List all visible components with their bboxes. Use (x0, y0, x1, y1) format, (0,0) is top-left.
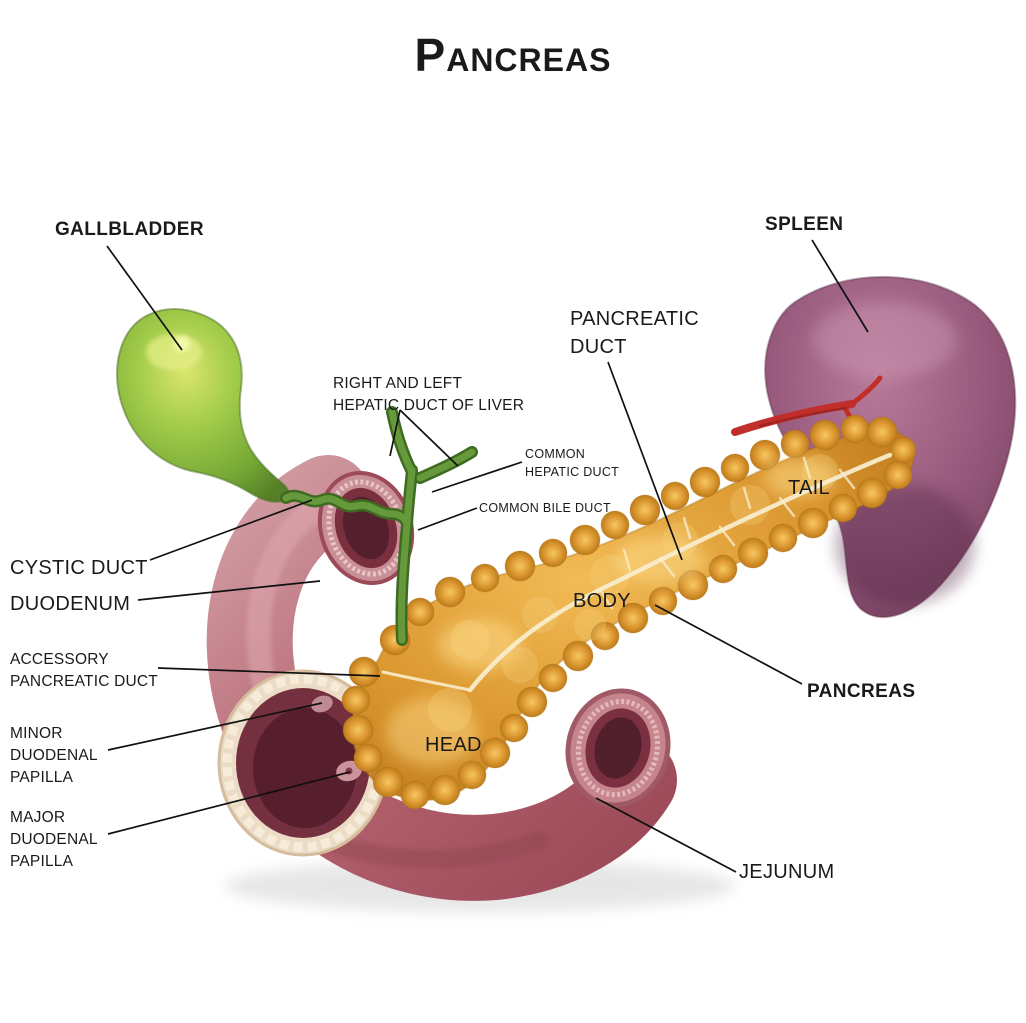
label-major-duodenal-papilla: MAJOR DUODENAL PAPILLA (10, 809, 98, 870)
label-pancreatic-duct: PANCREATIC DUCT (570, 308, 699, 359)
label-common-bile-duct: COMMON BILE DUCT (479, 501, 611, 515)
label-hepatic-ducts: RIGHT AND LEFT HEPATIC DUCT OF LIVER (333, 375, 525, 414)
label-accessory-pancreatic-duct: ACCESSORY PANCREATIC DUCT (10, 651, 158, 690)
label-duodenum: DUODENUM (10, 593, 131, 615)
jejunum-illustration (565, 688, 671, 808)
label-head: HEAD (425, 734, 482, 756)
gallbladder-illustration (116, 308, 290, 503)
label-cystic-duct: CYSTIC DUCT (10, 557, 148, 579)
label-jejunum: JEJUNUM (739, 861, 835, 883)
accessory-pancreatic-duct-illustration (381, 670, 472, 692)
label-minor-duodenal-papilla: MINOR DUODENAL PAPILLA (10, 725, 98, 786)
label-gallbladder: GALLBLADDER (55, 219, 204, 240)
label-pancreas: PANCREAS (807, 681, 916, 702)
leader-lines (106, 239, 869, 873)
label-tail: TAIL (788, 477, 830, 499)
label-body: BODY (573, 590, 631, 612)
pancreas-illustration (341, 414, 917, 810)
minor-duodenal-papilla-illustration (311, 695, 333, 713)
label-spleen: SPLEEN (765, 214, 844, 235)
label-common-hepatic-duct: COMMON HEPATIC DUCT (525, 447, 620, 479)
pancreatic-duct-illustration (381, 452, 893, 693)
diagram-title: Pancreas (414, 29, 612, 81)
